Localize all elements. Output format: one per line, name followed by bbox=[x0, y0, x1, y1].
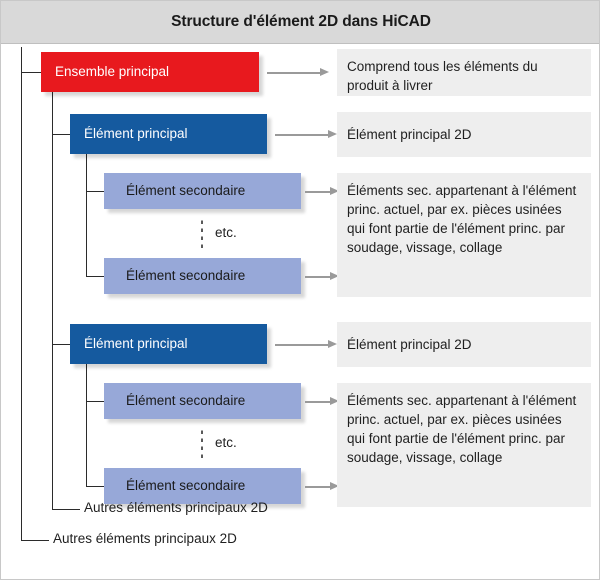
description-elements-secondaires-2-text: Éléments sec. appartenant à l'élément pr… bbox=[347, 393, 577, 466]
connector-sub-2-first bbox=[86, 401, 104, 402]
arrow-main-1-to-description bbox=[275, 130, 337, 139]
node-element-principal-2-label: Élément principal bbox=[84, 336, 188, 352]
trunk-line-level1 bbox=[52, 92, 53, 510]
arrow-sub-2b-to-description bbox=[305, 482, 339, 491]
leaf-autres-elements-principaux-1: Autres éléments principaux 2D bbox=[84, 500, 268, 515]
etc-dots-branch-2 bbox=[201, 427, 203, 458]
node-element-principal-1[interactable]: Élément principal bbox=[70, 114, 267, 154]
etc-dots-branch-1 bbox=[201, 217, 203, 248]
node-element-secondaire-1b[interactable]: Élément secondaire bbox=[104, 258, 301, 294]
description-ensemble-principal-text: Comprend tous les éléments du produit à … bbox=[347, 59, 538, 94]
node-element-principal-2[interactable]: Élément principal bbox=[70, 324, 267, 364]
node-ensemble-principal[interactable]: Ensemble principal bbox=[41, 52, 259, 92]
arrow-sub-1b-to-description bbox=[305, 272, 339, 281]
node-element-principal-1-label: Élément principal bbox=[84, 126, 188, 142]
connector-main-2 bbox=[52, 344, 70, 345]
description-element-principal-1: Élément principal 2D bbox=[337, 112, 591, 157]
node-element-secondaire-2b-label: Élément secondaire bbox=[126, 478, 246, 494]
connector-leaf-1 bbox=[52, 509, 80, 510]
etc-label-branch-1: etc. bbox=[215, 225, 237, 240]
connector-sub-1-last bbox=[86, 276, 104, 277]
etc-label-branch-2: etc. bbox=[215, 435, 237, 450]
node-element-secondaire-1a[interactable]: Élément secondaire bbox=[104, 173, 301, 209]
description-elements-secondaires-1: Éléments sec. appartenant à l'élément pr… bbox=[337, 173, 591, 297]
connector-sub-1-first bbox=[86, 191, 104, 192]
trunk-line-level0 bbox=[21, 47, 22, 541]
arrow-sub-2a-to-description bbox=[305, 397, 339, 406]
description-ensemble-principal: Comprend tous les éléments du produit à … bbox=[337, 49, 591, 96]
node-element-secondaire-1a-label: Élément secondaire bbox=[126, 183, 246, 199]
connector-leaf-2 bbox=[21, 540, 49, 541]
leaf-autres-elements-principaux-2: Autres éléments principaux 2D bbox=[53, 531, 237, 546]
description-elements-secondaires-2: Éléments sec. appartenant à l'élément pr… bbox=[337, 383, 591, 507]
subtrunk-line-branch-2 bbox=[86, 364, 87, 487]
connector-root bbox=[21, 72, 41, 73]
description-element-principal-1-text: Élément principal 2D bbox=[347, 126, 472, 142]
node-element-secondaire-2a[interactable]: Élément secondaire bbox=[104, 383, 301, 419]
connector-main-1 bbox=[52, 134, 70, 135]
node-element-secondaire-2a-label: Élément secondaire bbox=[126, 393, 246, 409]
node-element-secondaire-1b-label: Élément secondaire bbox=[126, 268, 246, 284]
description-element-principal-2-text: Élément principal 2D bbox=[347, 336, 472, 352]
diagram-canvas: Ensemble principal Comprend tous les élé… bbox=[1, 44, 599, 579]
description-element-principal-2: Élément principal 2D bbox=[337, 322, 591, 367]
arrow-root-to-description bbox=[267, 68, 329, 77]
arrow-sub-1a-to-description bbox=[305, 187, 339, 196]
node-ensemble-principal-label: Ensemble principal bbox=[55, 64, 170, 80]
connector-sub-2-last bbox=[86, 486, 104, 487]
header-bar: Structure d'élément 2D dans HiCAD bbox=[1, 1, 599, 44]
node-element-secondaire-2b[interactable]: Élément secondaire bbox=[104, 468, 301, 504]
page-title: Structure d'élément 2D dans HiCAD bbox=[171, 13, 431, 30]
subtrunk-line-branch-1 bbox=[86, 154, 87, 277]
description-elements-secondaires-1-text: Éléments sec. appartenant à l'élément pr… bbox=[347, 183, 577, 256]
arrow-main-2-to-description bbox=[275, 340, 337, 349]
